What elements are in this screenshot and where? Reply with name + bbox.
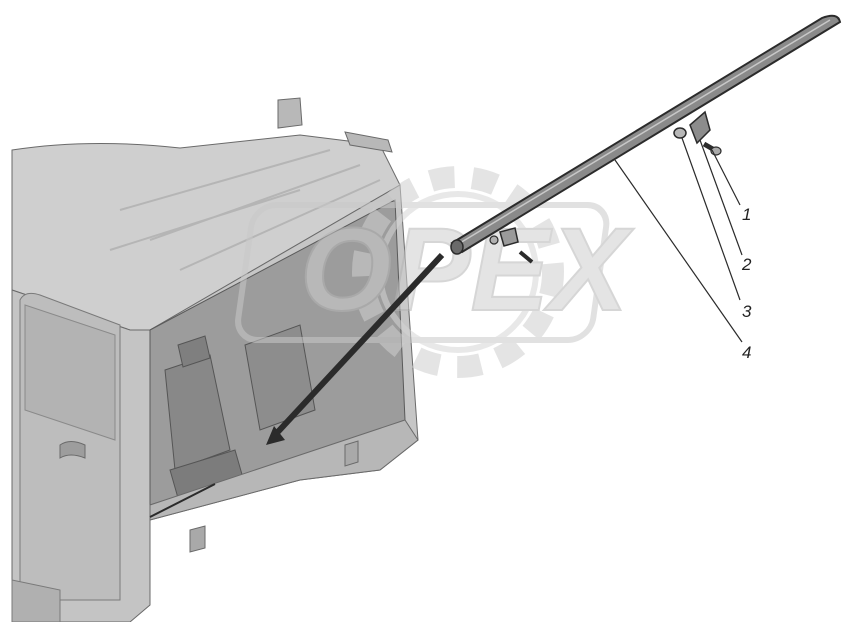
vehicle-cab — [11, 97, 419, 622]
watermark-logo: OPEX — [235, 166, 635, 378]
callout-4: 4 — [742, 343, 751, 362]
callout-2: 2 — [741, 255, 752, 274]
callout-3: 3 — [742, 302, 752, 321]
leader-line-2 — [699, 139, 743, 256]
fastener-group — [673, 110, 722, 156]
leader-line-4 — [614, 159, 743, 343]
leader-line-3 — [681, 137, 741, 301]
leader-line-1 — [711, 149, 741, 206]
leader-lines — [614, 137, 743, 343]
clamp-near — [489, 227, 534, 264]
callout-1: 1 — [742, 205, 751, 224]
location-arrow — [266, 252, 445, 445]
watermark-text: OPEX — [300, 204, 634, 336]
pipe-part — [450, 14, 842, 255]
